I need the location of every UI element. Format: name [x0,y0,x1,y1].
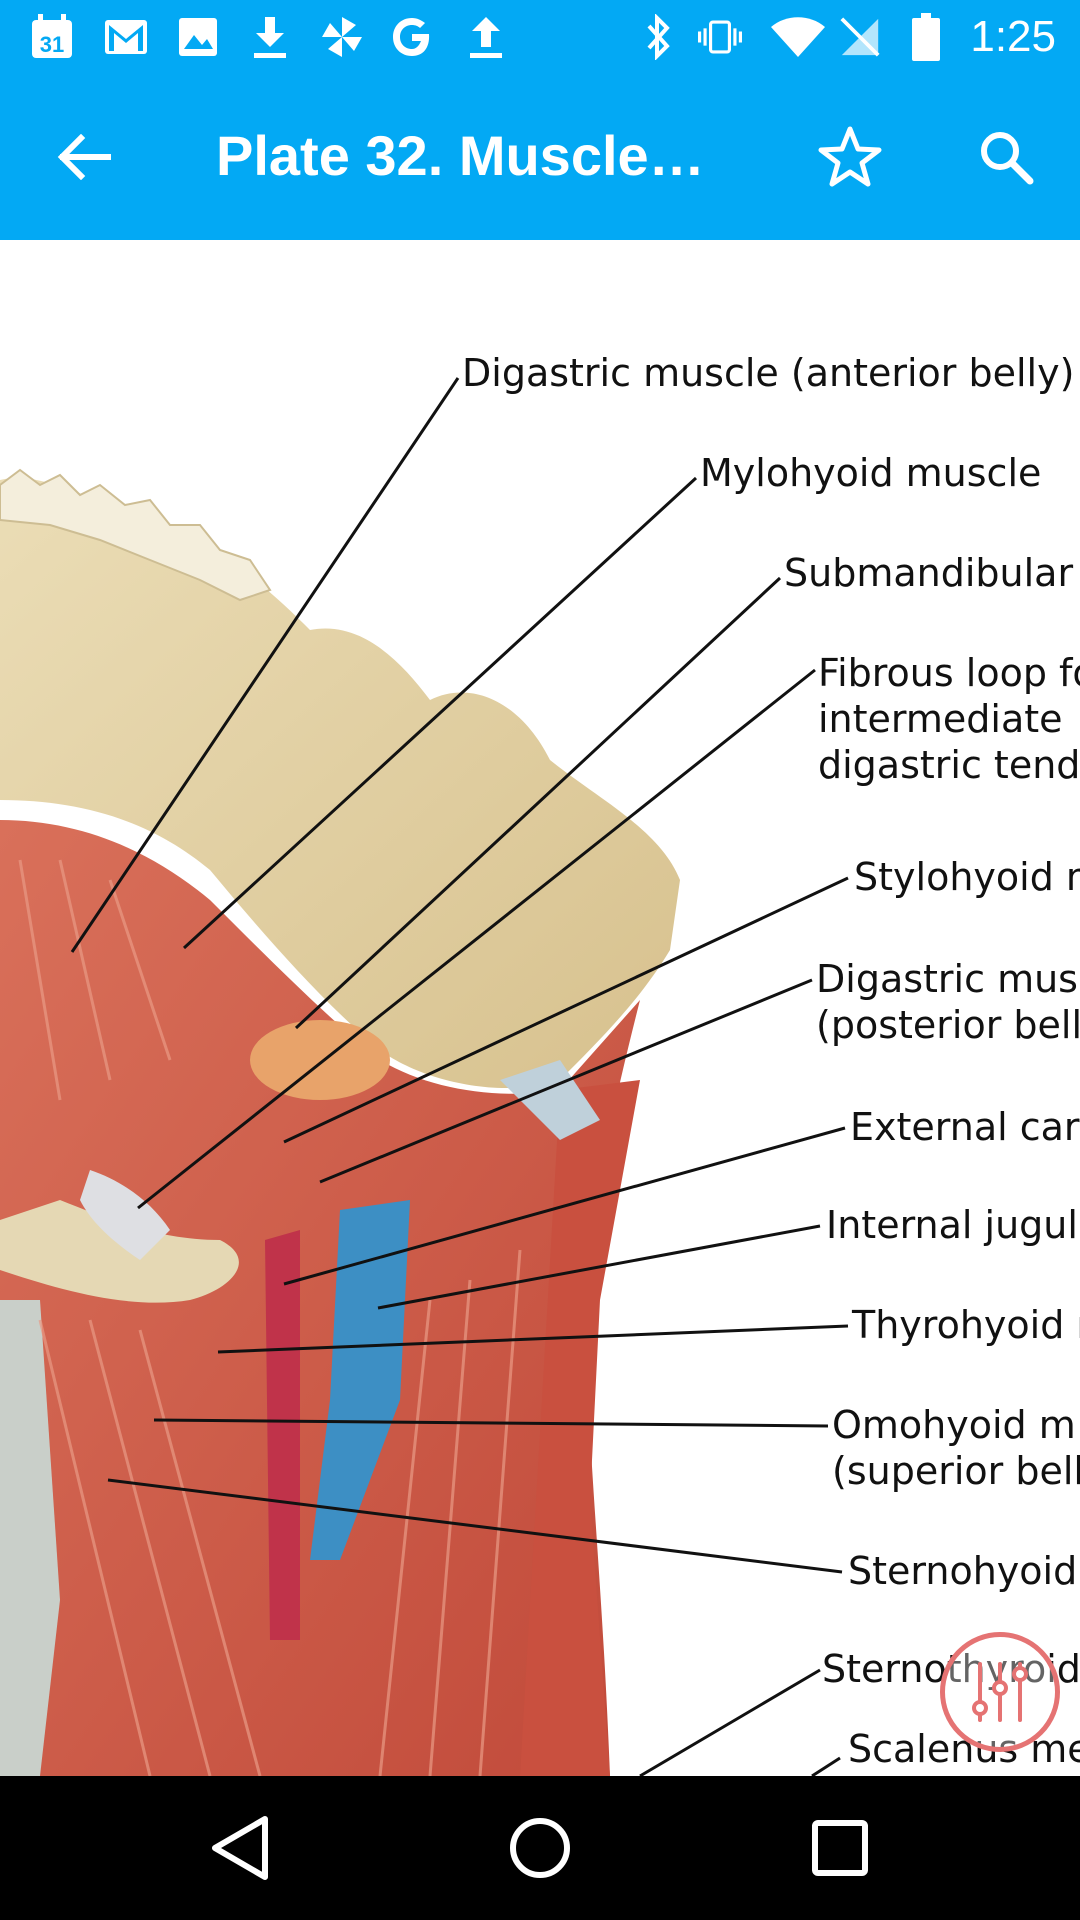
back-triangle-icon [212,1816,268,1880]
app-bar: Plate 32. Muscle… [0,75,1080,240]
search-button[interactable] [956,107,1056,207]
label-external-carotid: External caro [850,1105,1080,1149]
wifi-icon [770,14,826,60]
home-circle-icon [510,1818,570,1878]
calendar-icon: 31 [30,14,74,60]
label-digastric-anterior: Digastric muscle (anterior belly) [462,351,1075,395]
gmail-icon [104,14,148,60]
photos-icon [176,14,220,60]
nav-home-button[interactable] [490,1798,590,1898]
navigation-bar [0,1776,1080,1920]
plate-viewer[interactable]: Digastric muscle (anterior belly) Mylohy… [0,240,1080,1776]
status-time: 1:25 [970,12,1056,61]
label-omohyoid: Omohyoid m (superior bell [832,1403,1080,1493]
label-digastric-posterior: Digastric musc (posterior belly [816,957,1080,1047]
favorite-button[interactable] [800,107,900,207]
label-internal-jugular: Internal jugula [826,1203,1080,1247]
label-thyrohyoid: Thyrohyoid m [852,1303,1080,1347]
label-sternohyoid: Sternohyoid [848,1549,1078,1593]
nav-back-button[interactable] [190,1798,290,1898]
arrow-back-icon [57,134,111,180]
label-fibrous-loop: Fibrous loop fo intermediate digastric t… [818,651,1080,787]
battery-icon [906,13,946,61]
label-stylohyoid: Stylohyoid m [854,855,1080,899]
label-mylohyoid: Mylohyoid muscle [700,451,1042,495]
label-submandibular: Submandibular [784,551,1074,595]
nav-recents-button[interactable] [790,1798,890,1898]
recents-square-icon [812,1820,868,1876]
plate-illustration [0,377,849,1776]
download-icon [248,14,292,60]
equalizer-fab-button[interactable] [940,1632,1060,1752]
no-signal-icon [838,14,882,60]
star-outline-icon [818,126,882,187]
bluetooth-icon [636,14,680,60]
page-title: Plate 32. Muscle… [216,124,705,187]
pinwheel-icon [320,14,364,60]
status-bar: 31 1:25 [0,0,1080,75]
equalizer-icon [972,1662,1028,1722]
upload-icon [464,14,508,60]
back-button[interactable] [34,107,134,207]
google-icon [390,14,434,60]
vibrate-icon [698,14,742,60]
calendar-day: 31 [40,32,64,57]
search-icon [981,132,1034,185]
